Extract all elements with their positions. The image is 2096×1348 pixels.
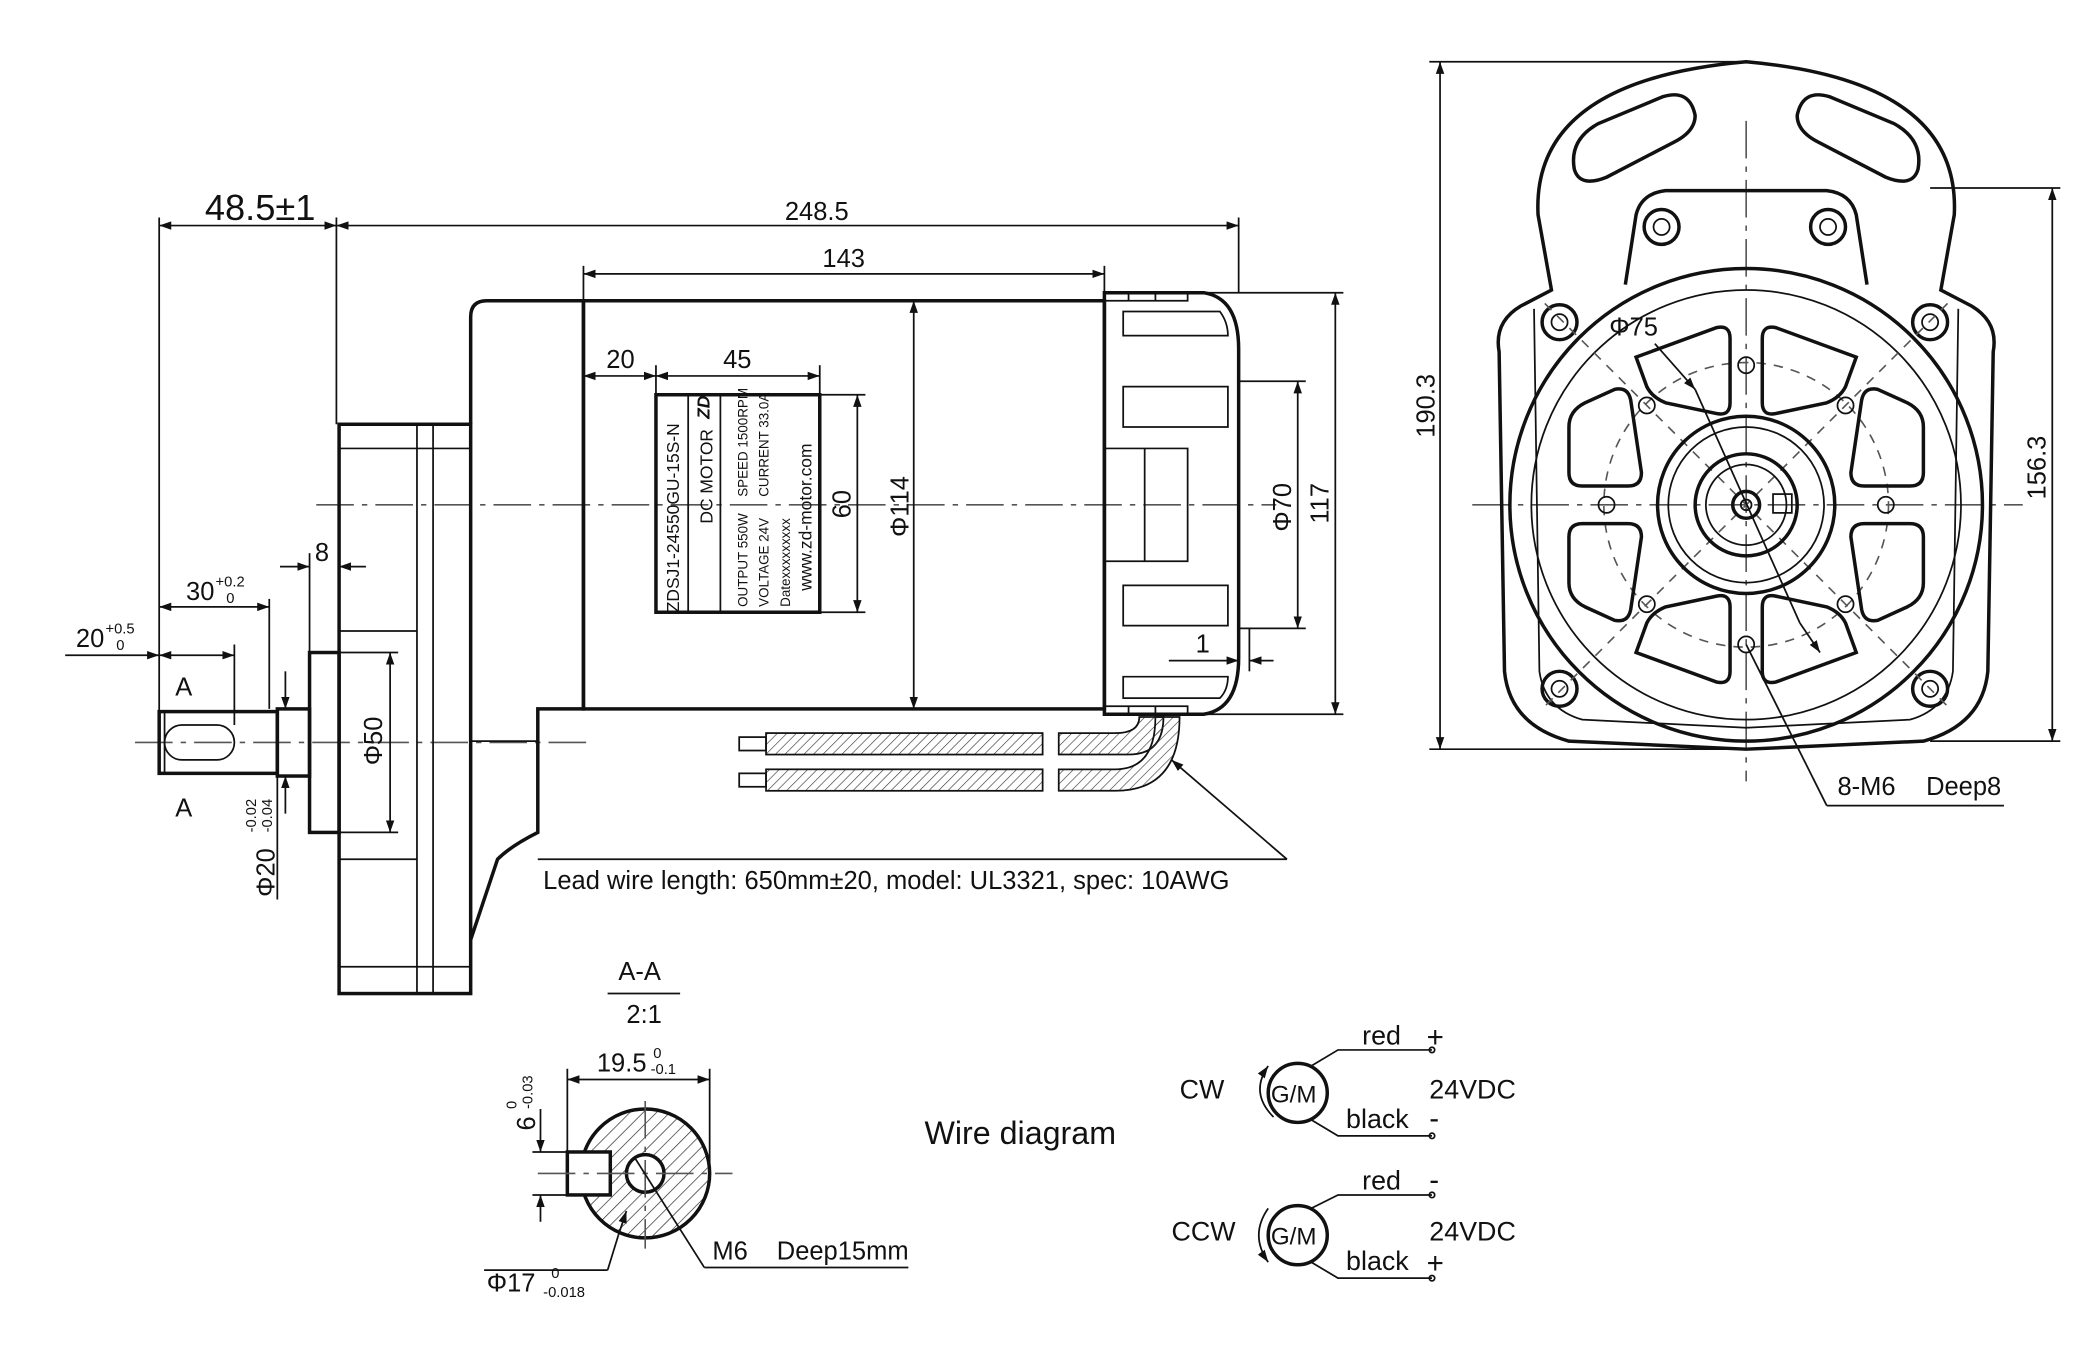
ccw-symbol: G/M [1271,1224,1317,1251]
dim-phi20-tol-up: -0.02 [244,799,260,833]
thread-label: M6 [712,1237,747,1265]
dim-phi17-label: Φ17 [487,1270,536,1298]
dim-1: 1 [1168,628,1274,672]
dim-phi20-tol-lo: -0.04 [260,799,276,833]
dim-6-tol-lo: -0.03 [520,1075,536,1109]
nameplate-type: DC MOTOR [696,429,716,524]
cw-symbol: G/M [1271,1081,1317,1108]
dim-117-label: 117 [1307,483,1335,524]
nameplate-model: ZDSJ1-24550GU-15S-N [663,423,683,612]
lead-wire-note: Lead wire length: 650mm±20, model: UL332… [543,867,1229,895]
dim-phi70-label: Φ70 [1269,483,1297,532]
dim-phi50: Φ50 [339,651,399,834]
cw-supply: 24VDC [1429,1074,1516,1104]
dim-190-3-label: 190.3 [1413,374,1441,438]
dim-30: 30 +0.2 0 [159,575,271,709]
side-view: ZDSJ1-24550GU-15S-N ZD DC MOTOR OUTPUT 5… [65,187,1344,996]
dim-30-label: 30 [186,578,214,606]
nameplate: ZDSJ1-24550GU-15S-N ZD DC MOTOR OUTPUT 5… [654,388,822,614]
section-marker-top: A [175,673,192,701]
gearbox [307,299,586,996]
ccw-bottom-sign: + [1427,1247,1444,1280]
m6-holes [1597,356,1895,654]
dim-48-5-label: 48.5±1 [205,187,316,228]
dim-30-tol-up: +0.2 [216,575,245,591]
dim-8m6-label: 8-M6 [1837,773,1895,801]
dim-20-shaft-label: 20 [76,625,104,653]
wire-diagram: Wire diagram CW G/M red + black - 24VDC … [924,1021,1516,1282]
cw-top-wire: red [1362,1021,1401,1051]
dim-6-tol-up: 0 [504,1101,520,1109]
dim-phi50-label: Φ50 [360,717,388,766]
dim-19-5-tol-up: 0 [653,1046,661,1062]
end-view: Φ75 8-M6 Deep8 190.3 156.3 [1413,60,2061,807]
end-cap [1102,290,1241,717]
ccw-label: CCW [1172,1217,1237,1247]
cw-top-sign: + [1427,1021,1444,1054]
dim-60-label: 60 [829,490,857,518]
dim-19-5-tol-lo: -0.1 [651,1062,676,1078]
dim-phi75-label: Φ75 [1609,314,1658,342]
dim-20-shaft-tol-lo: 0 [116,638,124,654]
dim-1-label: 1 [1196,631,1210,659]
dim-156-3-label: 156.3 [2024,436,2052,500]
nameplate-date: Datexxxxxxxxx [778,518,793,607]
section-title: A-A [618,958,661,986]
dim-8: 8 [280,539,366,653]
cw-bottom-sign: - [1429,1102,1439,1135]
ccw-bottom-wire: black [1346,1246,1409,1276]
output-shaft [157,707,312,778]
nameplate-current: CURRENT 33.0A [757,393,772,497]
nameplate-speed: SPEED 1500RPM [735,388,750,497]
dim-248-5: 248.5 [336,198,1240,293]
dim-143: 143 [582,245,1106,301]
dim-phi17-tol-lo: -0.018 [543,1285,585,1301]
dim-20-45: 20 45 [583,346,821,395]
ccw-top-wire: red [1362,1166,1401,1196]
nameplate-website: www.zd-motor.com [796,443,816,591]
dim-20-label: 20 [606,346,634,374]
dim-6-label: 6 [513,1116,541,1130]
thread-depth-label: Deep15mm [777,1237,909,1265]
dim-phi114: Φ114 [886,300,918,709]
dim-30-tol-lo: 0 [226,591,234,607]
dim-8-label: 8 [315,539,329,567]
wire-diagram-title: Wire diagram [924,1115,1116,1151]
dim-48-5: 48.5±1 [158,187,338,712]
vent-windows [1567,325,1926,685]
section-aa: A-A 2:1 19.5 0 -0.1 6 0 -0.03 Φ17 0 -0.0… [484,958,909,1301]
ccw-supply: 24VDC [1429,1217,1516,1247]
cw-bottom-wire: black [1346,1104,1409,1134]
lead-wires [738,716,1181,792]
dim-20-shaft-tol-up: +0.5 [105,622,134,638]
dim-phi20-label: Φ20 [253,848,281,897]
dim-phi70: Φ70 [1238,380,1306,630]
section-marker-bottom: A [175,794,192,822]
nameplate-output: OUTPUT 550W [735,513,750,607]
cw-label: CW [1180,1074,1225,1104]
section-scale: 2:1 [626,1001,661,1029]
wire-diagram-ccw: CCW G/M red - black + 24VDC [1172,1164,1516,1282]
dim-deep8-label: Deep8 [1926,773,2001,801]
dim-19-5-label: 19.5 [597,1049,647,1077]
dim-117: 117 [1187,291,1344,716]
dim-45-label: 45 [723,346,751,374]
lead-wire-callout: Lead wire length: 650mm±20, model: UL332… [537,759,1288,895]
dim-phi114-label: Φ114 [886,476,914,537]
dim-248-5-label: 248.5 [785,198,849,226]
ccw-top-sign: - [1429,1164,1439,1197]
dim-20-shaft: 20 +0.5 0 [65,622,236,726]
dim-143-label: 143 [822,245,865,273]
nameplate-voltage: VOLTAGE 24V [757,518,772,607]
dim-phi17-tol-up: 0 [551,1266,559,1282]
wire-diagram-cw: CW G/M red + black - 24VDC [1180,1021,1516,1140]
dim-60: 60 [819,393,866,614]
dim-phi20: Φ20 -0.02 -0.04 [244,671,290,900]
nameplate-logo: ZD [694,395,714,420]
